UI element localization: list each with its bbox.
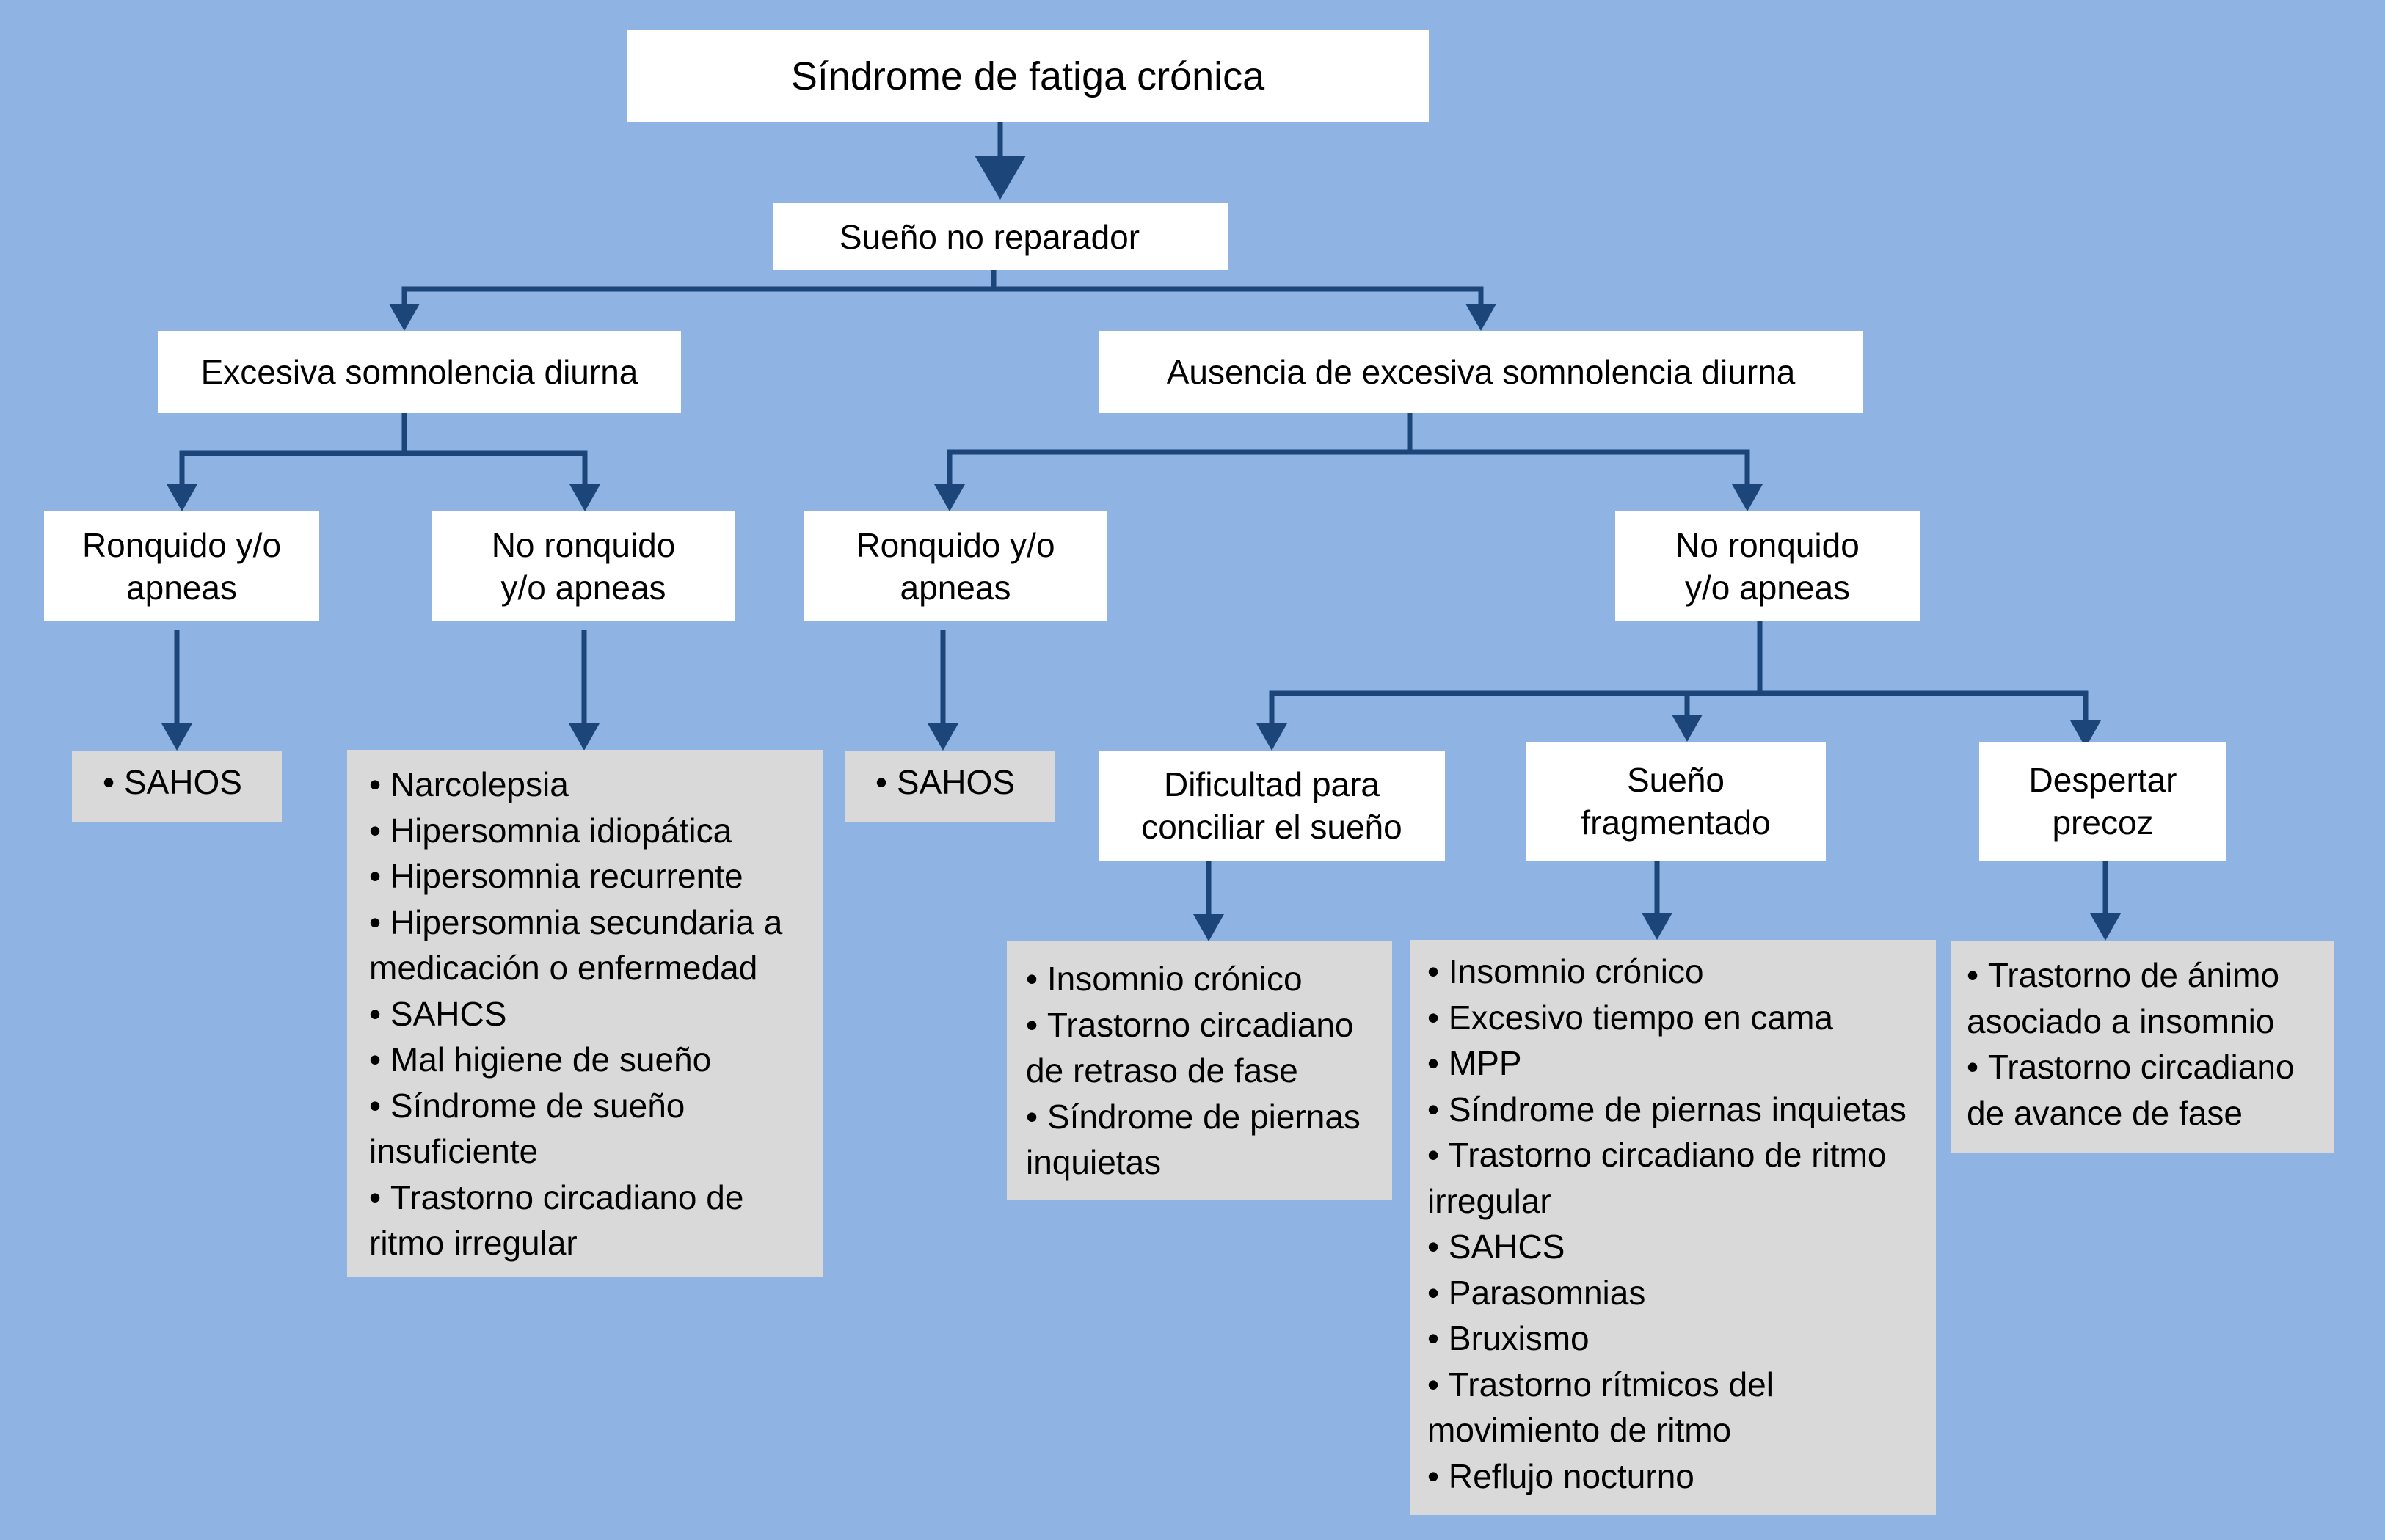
- node-label: No ronquido y/o apneas: [1675, 526, 1860, 607]
- connector-ausencia-bar: [947, 449, 1750, 488]
- arrowhead-list-eds: [569, 723, 600, 751]
- arrowhead-ausencia: [1465, 304, 1496, 331]
- diagnosis-list: Insomnio crónico Excesivo tiempo en cama…: [1427, 949, 1933, 1499]
- node-ronquido-no-eds: Ronquido y/o apneas: [804, 511, 1107, 621]
- node-label: Ronquido y/o apneas: [81, 526, 282, 607]
- diagnosis-list: Narcolepsia Hipersomnia idiopática Hiper…: [369, 762, 815, 1266]
- node-dificultad-conciliar: Dificultad para conciliar el sueño: [1099, 751, 1445, 861]
- list-item: Trastorno de ánimo asociado a insomnio: [1967, 952, 2328, 1044]
- arrowhead-list-fragmentado: [1642, 913, 1672, 940]
- node-no-ronquido-eds: No ronquido y/o apneas: [432, 511, 735, 621]
- node-ausencia-somnolencia: Ausencia de excesiva somnolencia diurna: [1099, 331, 1863, 413]
- diagnosis-list: SAHOS: [103, 759, 242, 806]
- list-dificultad-conciliar: Insomnio crónico Trastorno circadiano de…: [1007, 941, 1392, 1200]
- list-item: SAHOS: [103, 759, 242, 806]
- node-excesiva-somnolencia: Excesiva somnolencia diurna: [158, 331, 681, 413]
- list-item: Trastorno circadiano de retraso de fase: [1026, 1002, 1386, 1094]
- arrowhead-fragmentado: [1672, 715, 1703, 742]
- list-item: SAHCS: [369, 991, 815, 1037]
- list-item: SAHOS: [875, 759, 1015, 806]
- list-item: Trastorno rítmicos del movimiento de rit…: [1427, 1362, 1933, 1453]
- list-item: Mal higiene de sueño: [369, 1037, 815, 1083]
- list-item: Insomnio crónico: [1427, 949, 1933, 995]
- node-despertar-precoz: Despertar precoz: [1979, 742, 2226, 861]
- node-sueno-fragmentado: Sueño fragmentado: [1526, 742, 1826, 861]
- node-label: No ronquido y/o apneas: [491, 526, 676, 607]
- node-no-ronquido-no-eds: No ronquido y/o apneas: [1615, 511, 1920, 621]
- list-item: Trastorno circadiano de ritmo irregular: [1427, 1132, 1933, 1224]
- connector-excesiva-bar: [179, 450, 588, 488]
- list-sueno-fragmentado: Insomnio crónico Excesivo tiempo en cama…: [1410, 940, 1936, 1515]
- list-item: Hipersomnia idiopática: [369, 808, 815, 854]
- list-item: Narcolepsia: [369, 762, 815, 808]
- root-label: Síndrome de fatiga crónica: [790, 54, 1265, 98]
- list-item: Síndrome de sueño insuficiente: [369, 1083, 815, 1175]
- list-despertar-precoz: Trastorno de ánimo asociado a insomnio T…: [1951, 941, 2334, 1153]
- diagnosis-list: SAHOS: [875, 759, 1015, 806]
- node-label: Dificultad para conciliar el sueño: [1141, 765, 1402, 846]
- list-item: Bruxismo: [1427, 1315, 1933, 1362]
- list-item: Parasomnias: [1427, 1270, 1933, 1316]
- arrowhead-ronquido-no-eds: [934, 484, 965, 511]
- node-sueno-no-reparador: Sueño no reparador: [773, 203, 1228, 270]
- list-item: Síndrome de piernas inquietas: [1427, 1087, 1933, 1133]
- arrowhead-despertar: [2070, 720, 2101, 748]
- list-item: Excesivo tiempo en cama: [1427, 995, 1933, 1041]
- list-item: Hipersomnia recurrente: [369, 853, 815, 899]
- list-sahos-no-eds: SAHOS: [845, 751, 1055, 822]
- connector-category-bar: [1269, 690, 2089, 726]
- node-ronquido-eds: Ronquido y/o apneas: [44, 511, 319, 621]
- diagnosis-list: Trastorno de ánimo asociado a insomnio T…: [1967, 952, 2328, 1136]
- node-label: Sueño no reparador: [839, 217, 1140, 256]
- arrowhead-list-despertar: [2090, 913, 2121, 941]
- list-sahos-eds: SAHOS: [72, 751, 282, 822]
- arrowhead-dificultad: [1256, 723, 1287, 751]
- list-item: Hipersomnia secundaria a medicación o en…: [369, 899, 815, 991]
- diagnosis-list: Insomnio crónico Trastorno circadiano de…: [1026, 956, 1386, 1186]
- root-node: Síndrome de fatiga crónica: [627, 30, 1429, 122]
- arrowhead-no-ronquido-no-eds: [1732, 484, 1763, 511]
- arrowhead-root: [975, 156, 1026, 200]
- list-no-ronquido-eds: Narcolepsia Hipersomnia idiopática Hiper…: [347, 750, 823, 1277]
- node-label: Ausencia de excesiva somnolencia diurna: [1166, 353, 1796, 391]
- list-item: MPP: [1427, 1040, 1933, 1087]
- list-item: Trastorno circadiano de avance de fase: [1967, 1044, 2328, 1136]
- arrowhead-sahos-eds: [161, 723, 192, 751]
- connector-level1-bar: [401, 286, 1484, 308]
- node-label: Excesiva somnolencia diurna: [200, 353, 638, 391]
- list-item: Reflujo nocturno: [1427, 1453, 1933, 1500]
- list-item: SAHCS: [1427, 1224, 1933, 1270]
- arrowhead-sahos-no-eds: [928, 723, 958, 751]
- list-item: Síndrome de piernas inquietas: [1026, 1094, 1386, 1186]
- arrowhead-excesiva: [389, 304, 420, 331]
- arrowhead-list-dificultad: [1193, 914, 1224, 941]
- arrowhead-ronquido-eds: [167, 484, 197, 511]
- node-label: Despertar precoz: [2028, 761, 2177, 842]
- node-label: Sueño fragmentado: [1581, 761, 1771, 842]
- list-item: Insomnio crónico: [1026, 956, 1386, 1002]
- node-label: Ronquido y/o apneas: [856, 526, 1055, 607]
- list-item: Trastorno circadiano de ritmo irregular: [369, 1175, 815, 1266]
- arrowhead-no-ronquido-eds: [569, 484, 600, 511]
